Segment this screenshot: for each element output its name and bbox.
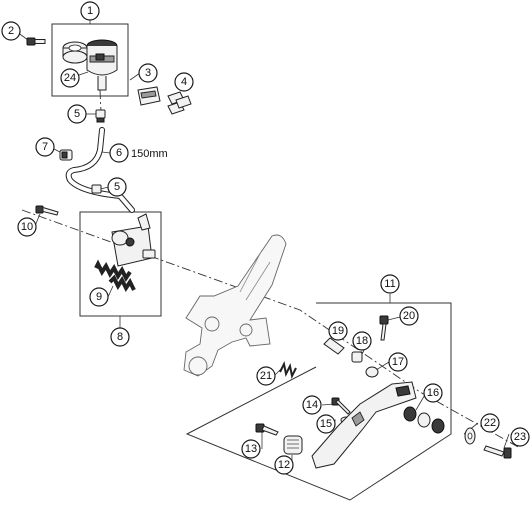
master-cylinder-body: [111, 213, 156, 267]
callout-17[interactable]: 17: [388, 352, 408, 372]
callout-5-lower[interactable]: 5: [107, 177, 127, 197]
svg-text:9: 9: [96, 291, 102, 303]
svg-text:11: 11: [384, 278, 395, 290]
callout-24[interactable]: 24: [60, 68, 80, 88]
svg-text:6: 6: [116, 147, 122, 159]
svg-text:10: 10: [21, 221, 33, 233]
svg-text:13: 13: [245, 443, 257, 455]
footrest-bracket: [183, 234, 287, 377]
callout-18[interactable]: 18: [352, 331, 372, 351]
pin-part-19: [323, 337, 345, 355]
bushings-part-16: [403, 406, 445, 434]
hose-length-note: 150mm: [131, 148, 168, 160]
svg-text:17: 17: [392, 356, 404, 368]
brake-pedal-assembly-box: [185, 302, 452, 501]
bolt-part-10: [35, 205, 59, 216]
callout-23[interactable]: 23: [510, 427, 530, 447]
callout-13[interactable]: 13: [241, 439, 261, 459]
callout-16[interactable]: 16: [423, 383, 443, 403]
svg-text:5: 5: [114, 181, 120, 193]
axis-line-reservoir: [99, 89, 102, 113]
callout-12[interactable]: 12: [274, 455, 294, 475]
svg-text:4: 4: [181, 76, 187, 88]
callout-10[interactable]: 10: [17, 217, 37, 237]
svg-text:22: 22: [484, 417, 496, 429]
callout-20[interactable]: 20: [399, 306, 419, 326]
brake-pedal-lever: [311, 381, 417, 469]
callout-7[interactable]: 7: [35, 137, 55, 157]
svg-text:12: 12: [278, 459, 290, 471]
master-cylinder-assembly-box: [79, 211, 162, 317]
pedal-tip-part-12: [283, 435, 303, 455]
hose-clamp-part-5-upper: [95, 109, 106, 123]
hose-clamp-part-5-lower: [91, 184, 102, 194]
svg-text:1: 1: [87, 5, 93, 17]
callout-9[interactable]: 9: [89, 287, 109, 307]
reservoir-seal-part-24: [62, 41, 88, 64]
svg-text:20: 20: [403, 310, 415, 322]
callout-6[interactable]: 6: [109, 143, 129, 163]
nut-part-18: [351, 351, 363, 363]
callout-8[interactable]: 8: [110, 327, 130, 347]
callout-5-upper[interactable]: 5: [67, 104, 87, 124]
bolt-part-13: [255, 423, 279, 436]
svg-text:24: 24: [64, 72, 76, 84]
callout-14[interactable]: 14: [302, 395, 322, 415]
svg-text:19: 19: [332, 325, 344, 337]
svg-text:23: 23: [514, 431, 526, 443]
washer-part-17: [365, 366, 379, 378]
svg-text:3: 3: [145, 67, 151, 79]
screw-part-2: [26, 37, 46, 46]
svg-text:15: 15: [320, 418, 332, 430]
reservoir-body: [86, 39, 118, 91]
svg-text:8: 8: [117, 331, 123, 343]
callout-22[interactable]: 22: [480, 413, 500, 433]
bolt-part-23: [483, 445, 512, 459]
callout-15[interactable]: 15: [316, 414, 336, 434]
svg-text:5: 5: [74, 108, 80, 120]
washer-part-22: [464, 427, 476, 445]
svg-text:16: 16: [427, 387, 439, 399]
callout-3[interactable]: 3: [138, 63, 158, 83]
spring-part-21: [279, 360, 297, 380]
callout-4[interactable]: 4: [174, 72, 194, 92]
svg-text:14: 14: [306, 399, 318, 411]
bolt-part-20: [379, 315, 389, 341]
piston-spring-part-9: [94, 259, 136, 292]
callout-19[interactable]: 19: [328, 321, 348, 341]
bolt-part-14: [331, 397, 351, 415]
svg-text:2: 2: [8, 25, 14, 37]
bracket-part-3: [137, 86, 161, 106]
axis-line-master-cylinder: [21, 209, 521, 449]
svg-text:18: 18: [356, 335, 368, 347]
callout-2[interactable]: 2: [1, 21, 21, 41]
callout-21[interactable]: 21: [256, 366, 276, 386]
svg-text:7: 7: [42, 141, 48, 153]
svg-text:21: 21: [260, 370, 272, 382]
hose-clip-part-7: [59, 149, 73, 161]
clips-part-4: [167, 91, 192, 115]
callout-11[interactable]: 11: [380, 274, 400, 294]
callout-1[interactable]: 1: [80, 1, 100, 21]
